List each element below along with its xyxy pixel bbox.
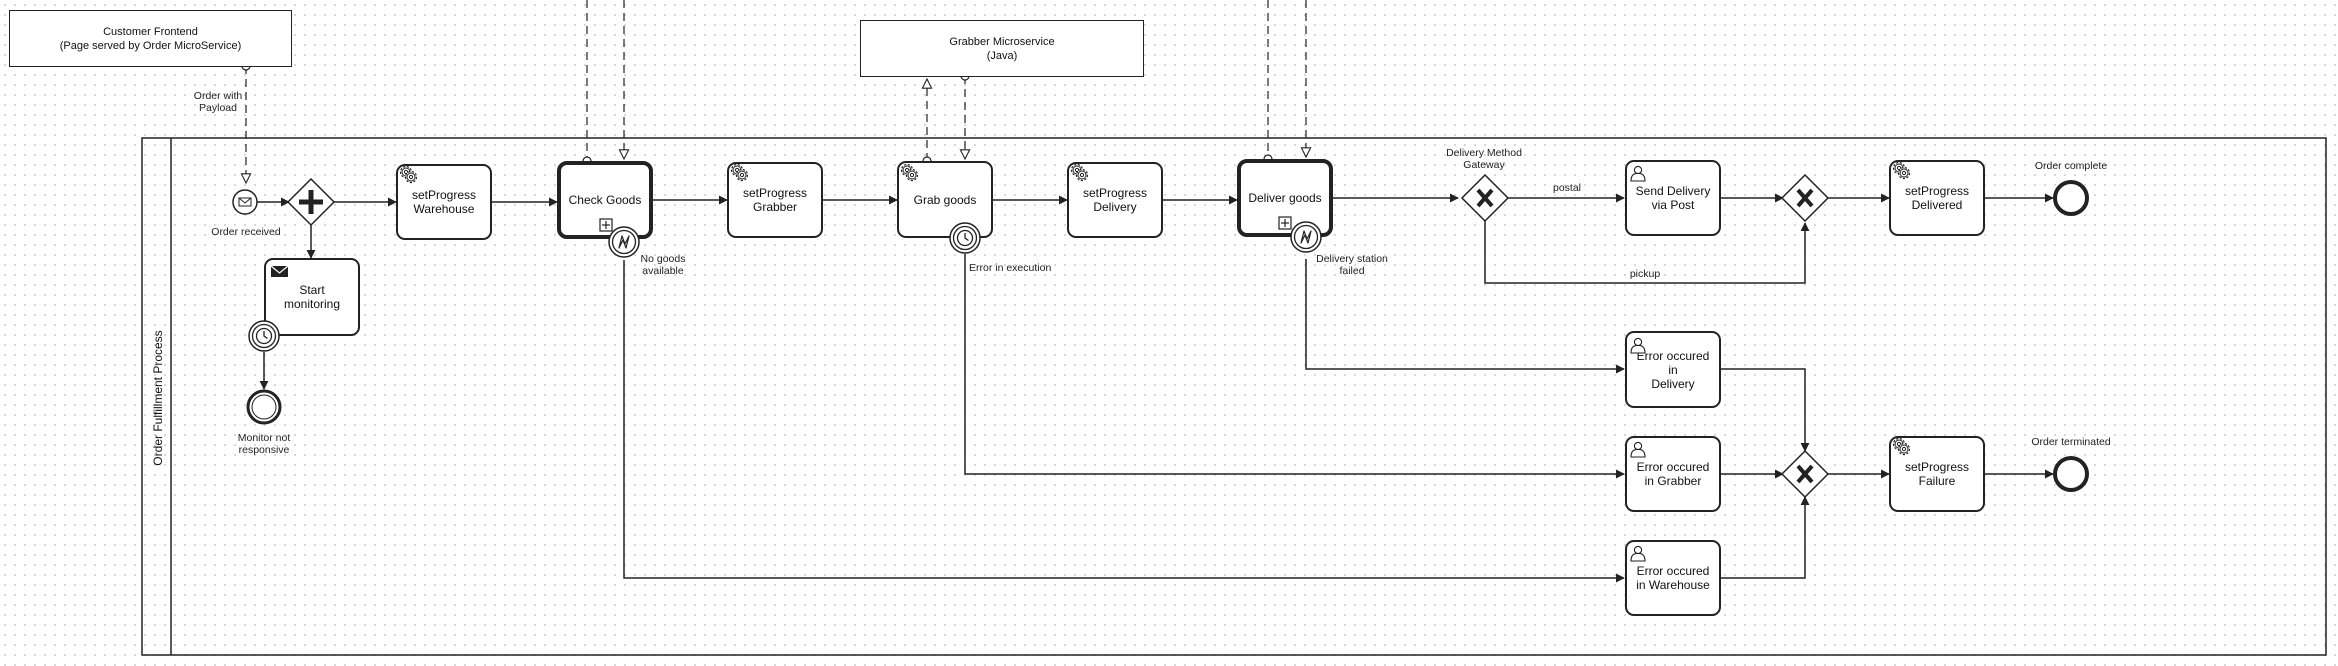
end-event-order-terminated (2053, 456, 2089, 492)
exclusive-gateway-delivery-join (1780, 173, 1830, 223)
flow-error-warehouse-to-join (1721, 496, 1810, 579)
label-no-goods-available: No goods available (640, 253, 686, 277)
flow-check-error (623, 260, 1625, 583)
x-gateway-icon (1796, 188, 1814, 208)
label-monitor-not-responsive: Monitor not responsive (237, 432, 291, 456)
flow-error-delivery-to-join (1721, 368, 1810, 452)
exclusive-gateway-error-join (1780, 449, 1830, 499)
label-order-terminated: Order terminated (2031, 436, 2111, 448)
x-gateway-icon (1796, 464, 1814, 484)
call-activity-deliver-goods[interactable]: Deliver goods (1237, 159, 1333, 237)
parallel-gateway-fork (286, 177, 336, 227)
task-grab-goods[interactable]: Grab goods (897, 161, 993, 238)
task-set-progress-delivery[interactable]: setProgress Delivery (1067, 162, 1163, 238)
task-error-in-grabber[interactable]: Error occured in Grabber (1625, 436, 1721, 512)
label-pickup: pickup (1629, 268, 1661, 280)
task-start-monitoring[interactable]: Start monitoring (264, 258, 360, 336)
plus-gateway-icon (299, 190, 323, 214)
participant-grabber-microservice: Grabber Microservice (Java) (860, 20, 1144, 77)
call-activity-check-goods[interactable]: Check Goods (557, 161, 653, 239)
task-set-progress-warehouse[interactable]: setProgress Warehouse (396, 164, 492, 240)
label-order-with-payload: Order with Payload (193, 90, 243, 114)
end-event-monitor-not-responsive (246, 389, 282, 425)
pool (141, 137, 2327, 656)
label-order-received: Order received (211, 226, 281, 238)
label-postal: postal (1552, 182, 1582, 194)
task-set-progress-delivered[interactable]: setProgress Delivered (1889, 160, 1985, 236)
label-error-in-execution: Error in execution (969, 262, 1052, 274)
envelope-icon (238, 197, 252, 207)
task-set-progress-grabber[interactable]: setProgress Grabber (727, 162, 823, 238)
flow-grab-error (964, 254, 1625, 479)
task-error-in-warehouse[interactable]: Error occured in Warehouse (1625, 540, 1721, 616)
task-error-in-delivery[interactable]: Error occured in Delivery (1625, 331, 1721, 408)
pool-label: Order Fulfillment Process (151, 330, 165, 466)
task-send-delivery-via-post[interactable]: Send Delivery via Post (1625, 160, 1721, 236)
label-order-complete: Order complete (2034, 160, 2108, 172)
label-delivery-station-failed: Delivery station failed (1316, 253, 1388, 277)
exclusive-gateway-delivery-method (1460, 173, 1510, 223)
flow-pickup (1484, 221, 1810, 284)
flow-delivery-error (1305, 259, 1625, 374)
task-set-progress-failure[interactable]: setProgress Failure (1889, 436, 1985, 512)
label-delivery-method-gateway: Delivery Method Gateway (1446, 147, 1522, 171)
start-event-order-received (232, 189, 258, 215)
x-gateway-icon (1476, 188, 1494, 208)
participant-customer-frontend: Customer Frontend (Page served by Order … (9, 10, 292, 67)
end-event-order-complete (2053, 180, 2089, 216)
